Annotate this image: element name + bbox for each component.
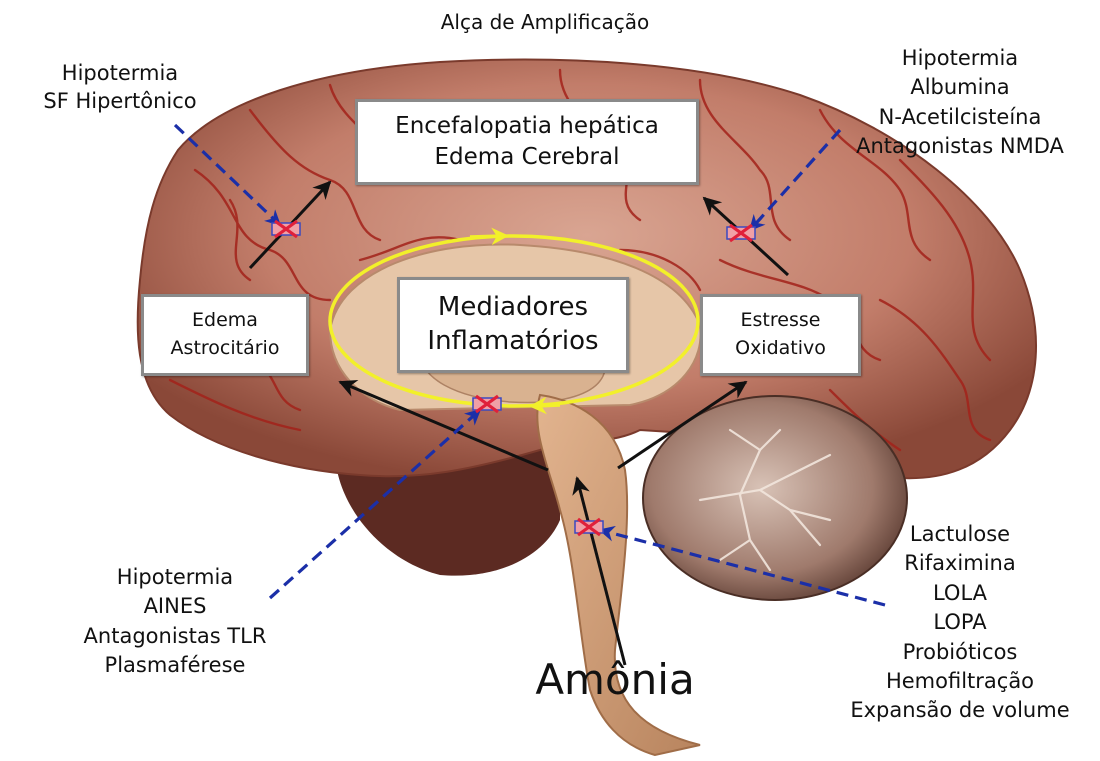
intervention-top-right-3: N-Acetilcisteína (840, 103, 1080, 132)
intervention-top-left-1: Hipotermia (20, 60, 220, 88)
astrocyte-edema-line-2: Astrocitário (171, 335, 280, 363)
mediators-line-2: Inflamatórios (427, 325, 598, 359)
encephalopathy-box: Encefalopatia hepática Edema Cerebral (355, 99, 699, 185)
intervention-bottom-right-4: LOPA (830, 608, 1090, 637)
encephalopathy-line-1: Encefalopatia hepática (395, 111, 659, 142)
oxidative-stress-box: Estresse Oxidativo (700, 294, 861, 376)
mediators-line-1: Mediadores (438, 291, 588, 325)
block-mark-top-left (272, 221, 300, 237)
encephalopathy-line-2: Edema Cerebral (435, 142, 620, 173)
intervention-top-right-4: Antagonistas NMDA (840, 132, 1080, 161)
block-mark-top-right (727, 225, 755, 241)
intervention-bottom-left-1: Hipotermia (55, 563, 295, 592)
inflammatory-mediators-box: Mediadores Inflamatórios (397, 277, 629, 373)
intervention-bottom-right-2: Rifaximina (830, 549, 1090, 578)
intervention-bottom-right-5: Probióticos (830, 638, 1090, 667)
intervention-bottom-right-3: LOLA (830, 579, 1090, 608)
intervention-top-right: Hipotermia Albumina N-Acetilcisteína Ant… (840, 44, 1080, 162)
oxidative-stress-line-2: Oxidativo (735, 335, 826, 363)
intervention-bottom-right-1: Lactulose (830, 520, 1090, 549)
loop-arrow-bottom (536, 405, 560, 406)
intervention-bottom-right-6: Hemofiltração (830, 667, 1090, 696)
intervention-bottom-left: Hipotermia AINES Antagonistas TLR Plasma… (55, 563, 295, 681)
block-mark-loop (473, 396, 501, 412)
intervention-top-left: Hipotermia SF Hipertônico (20, 60, 220, 115)
intervention-bottom-left-4: Plasmaférese (55, 651, 295, 680)
intervention-top-right-2: Albumina (840, 73, 1080, 102)
loop-arrow-top (470, 236, 502, 237)
astrocyte-edema-line-1: Edema (192, 307, 258, 335)
intervention-bottom-right: Lactulose Rifaximina LOLA LOPA Probiótic… (830, 520, 1090, 726)
intervention-top-right-1: Hipotermia (840, 44, 1080, 73)
intervention-bottom-left-2: AINES (55, 592, 295, 621)
ammonia-label: Amônia (510, 655, 720, 705)
astrocyte-edema-box: Edema Astrocitário (141, 294, 309, 376)
oxidative-stress-line-1: Estresse (741, 307, 821, 335)
intervention-top-left-2: SF Hipertônico (20, 88, 220, 116)
intervention-bottom-left-3: Antagonistas TLR (55, 622, 295, 651)
amplification-loop-title: Alça de Amplificação (410, 9, 680, 35)
intervention-bottom-right-7: Expansão de volume (830, 696, 1090, 725)
block-mark-ammonia (575, 519, 603, 535)
